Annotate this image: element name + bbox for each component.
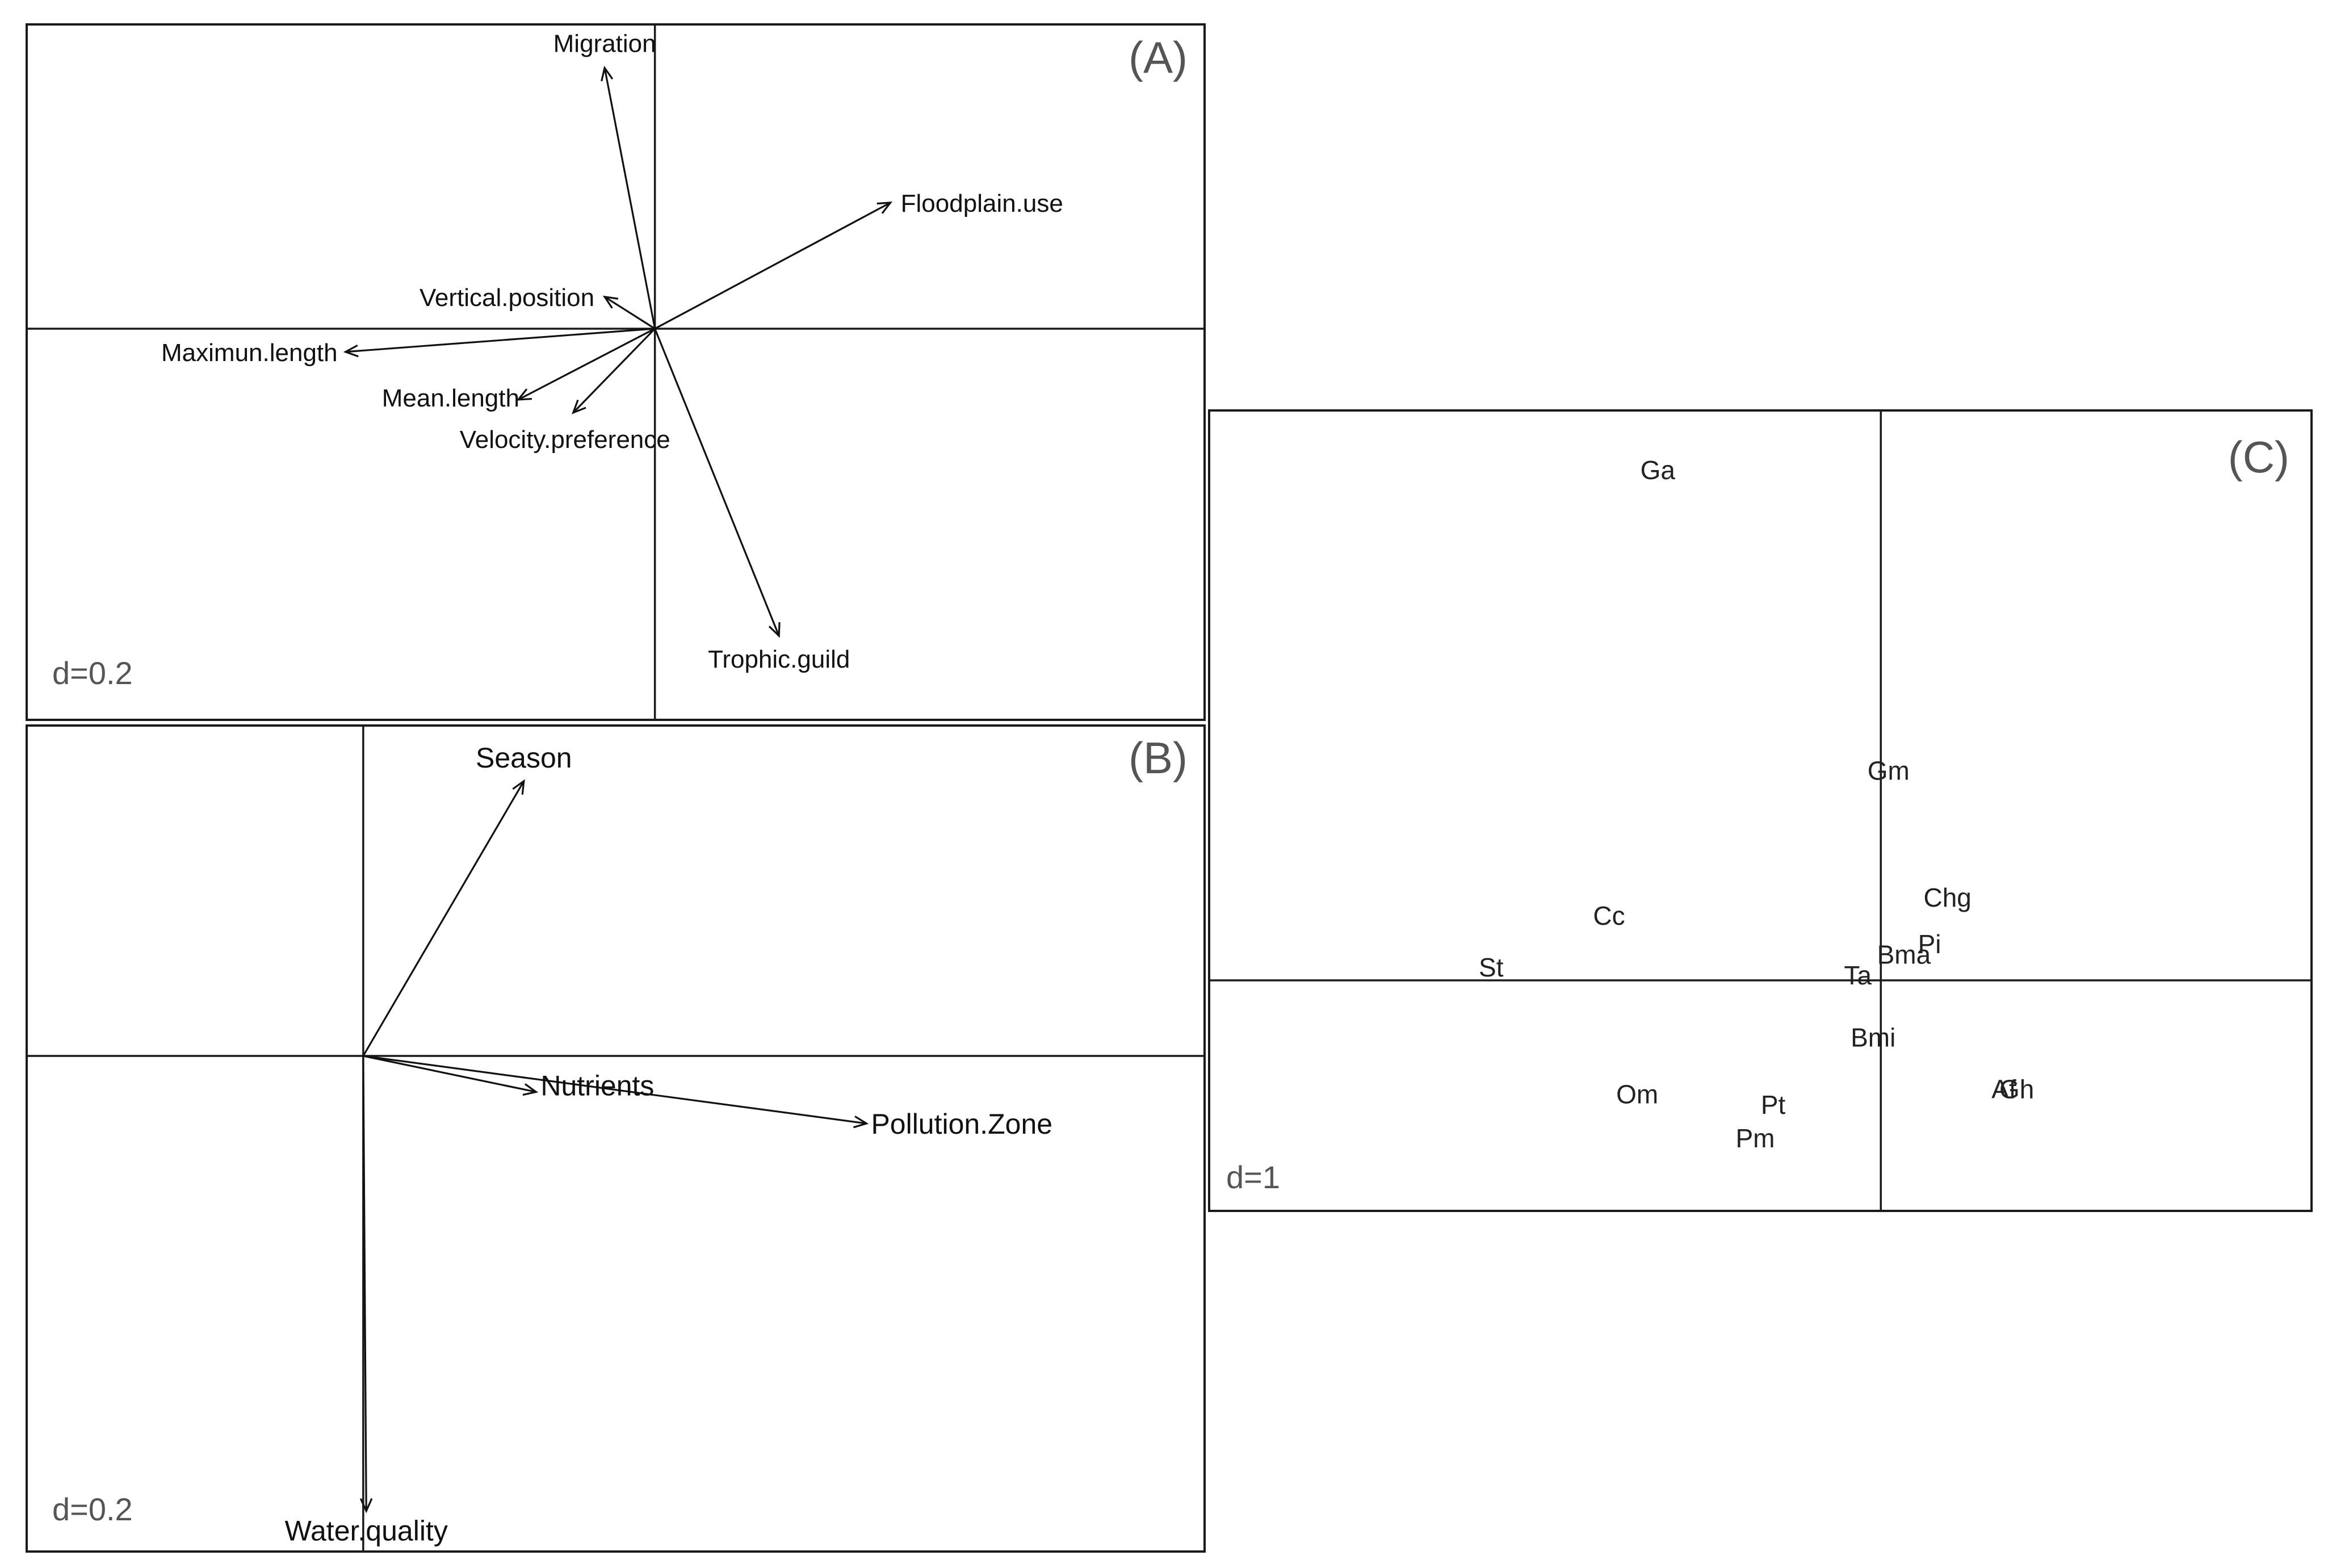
vector-floodplain-use-arrowhead xyxy=(876,202,893,214)
vector-nutrients-arrow xyxy=(363,1055,536,1093)
vector-velocity-preference-arrow xyxy=(572,328,656,414)
panel-a-scale-label: d=0.2 xyxy=(52,655,133,691)
vector-pollution-zone-label: Pollution.Zone xyxy=(871,1108,1052,1140)
panel-b-scale-label: d=0.2 xyxy=(52,1491,133,1527)
vector-vertical-position-arrow xyxy=(604,296,656,330)
panel-c-frame xyxy=(1208,409,2313,1212)
species-point-pm: Pm xyxy=(1735,1123,1775,1153)
panel-a-tag: (A) xyxy=(1129,32,1188,82)
panel-c-axes xyxy=(1209,410,2312,1211)
vector-season-arrow xyxy=(362,781,525,1056)
species-point-gm: Gm xyxy=(1868,756,1910,785)
vector-nutrients-arrowhead xyxy=(522,1083,539,1096)
vector-trophic-guild-label: Trophic.guild xyxy=(708,645,850,673)
vector-water-quality-label: Water.quality xyxy=(285,1515,448,1547)
species-point-pt: Pt xyxy=(1761,1090,1786,1120)
panel-a-vectors: MigrationFloodplain.useVertical.position… xyxy=(161,30,1063,673)
species-point-af: Af xyxy=(1991,1075,2016,1104)
vector-season-label: Season xyxy=(476,742,572,774)
vector-maximun-length-arrow xyxy=(345,328,655,353)
panel-c-scale-label: d=1 xyxy=(1226,1159,1280,1195)
vector-migration-arrowhead xyxy=(601,65,614,82)
species-point-bma: Bma xyxy=(1877,940,1931,969)
vector-velocity-preference-arrowhead xyxy=(572,399,586,414)
vector-mean-length-label: Mean.length xyxy=(382,384,519,412)
species-point-gh: Gh xyxy=(1999,1075,2034,1104)
vector-migration-arrow xyxy=(603,68,656,329)
vector-water-quality-arrow xyxy=(362,1055,367,1511)
species-point-ga: Ga xyxy=(1641,455,1676,485)
vector-floodplain-use-label: Floodplain.use xyxy=(901,190,1063,217)
panel-b-frame xyxy=(26,724,1206,1553)
vector-vertical-position-label: Vertical.position xyxy=(420,284,594,312)
vector-nutrients-label: Nutrients xyxy=(540,1070,654,1101)
panel-b-vectors: SeasonNutrientsPollution.ZoneWater.quali… xyxy=(285,742,1052,1547)
panel-a-axes xyxy=(27,24,1205,720)
vector-vertical-position-arrowhead xyxy=(602,295,619,309)
vector-maximun-length-label: Maximun.length xyxy=(161,339,338,367)
vector-water-quality-arrowhead xyxy=(359,1498,373,1514)
panel-b-environment-vectors: SeasonNutrientsPollution.ZoneWater.quali… xyxy=(26,724,1206,1553)
species-point-chg: Chg xyxy=(1923,883,1971,912)
species-point-cc: Cc xyxy=(1593,901,1625,930)
vector-velocity-preference-label: Velocity.preference xyxy=(460,426,670,454)
vector-pollution-zone-arrow xyxy=(363,1055,867,1125)
vector-floodplain-use-arrow xyxy=(654,202,891,330)
vector-maximun-length-arrowhead xyxy=(343,344,359,358)
panel-a-trait-vectors: MigrationFloodplain.useVertical.position… xyxy=(26,23,1206,721)
panel-c-tag: (C) xyxy=(2228,432,2289,482)
vector-trophic-guild-arrowhead xyxy=(768,622,781,638)
species-point-bmi: Bmi xyxy=(1851,1022,1895,1052)
panel-b-tag: (B) xyxy=(1129,733,1188,783)
vector-season-arrowhead xyxy=(512,779,525,795)
vector-migration-label: Migration xyxy=(553,30,656,58)
species-point-st: St xyxy=(1479,953,1504,982)
vector-mean-length-arrow xyxy=(518,328,656,401)
panel-a-frame xyxy=(26,23,1206,721)
species-point-pi: Pi xyxy=(1918,929,1941,959)
vector-pollution-zone-arrowhead xyxy=(853,1116,869,1129)
species-point-ta: Ta xyxy=(1844,961,1872,990)
species-point-om: Om xyxy=(1616,1080,1658,1109)
vector-mean-length-arrowhead xyxy=(516,388,532,401)
vector-trophic-guild-arrow xyxy=(654,328,780,636)
